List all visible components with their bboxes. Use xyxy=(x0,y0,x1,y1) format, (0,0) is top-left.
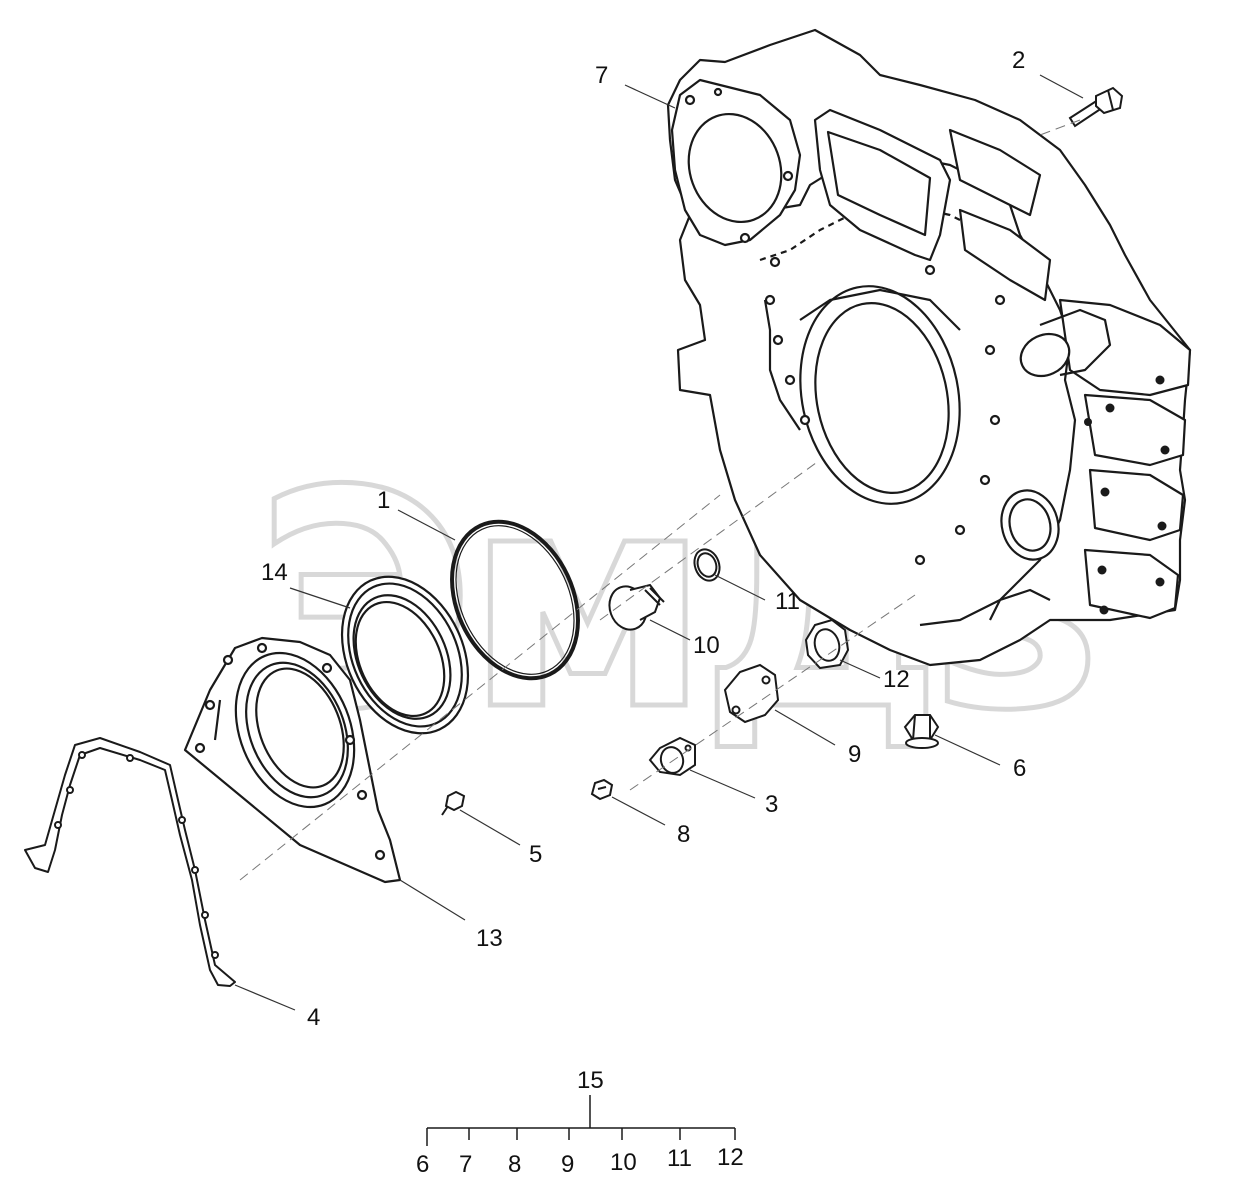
callout-5: 5 xyxy=(529,841,542,868)
callout-1: 1 xyxy=(377,487,390,514)
assembly-axes xyxy=(239,119,1081,881)
kit-child-label: 10 xyxy=(610,1149,637,1176)
callout-3: 3 xyxy=(765,791,778,818)
part-14-oil-seal xyxy=(340,575,470,735)
part-7-flywheel-housing xyxy=(666,28,1192,667)
callout-8: 8 xyxy=(677,821,690,848)
kit-tree: 15 6 7 8 9 10 11 12 xyxy=(416,1067,744,1178)
part-6-plug xyxy=(903,714,940,749)
callout-11: 11 xyxy=(775,588,800,615)
kit-child-label: 7 xyxy=(459,1151,472,1178)
part-9-cover xyxy=(723,663,780,724)
leader-lines xyxy=(234,74,1084,1011)
callout-6: 6 xyxy=(1013,755,1026,782)
callout-9: 9 xyxy=(848,741,861,768)
part-1-o-ring xyxy=(450,519,580,681)
callout-10: 10 xyxy=(693,632,720,659)
callouts: 7 2 1 14 11 10 12 9 6 3 8 5 13 4 xyxy=(261,47,1026,1031)
part-2-bolt xyxy=(1068,86,1124,128)
part-12-gasket xyxy=(804,618,850,670)
callout-13: 13 xyxy=(476,925,503,952)
kit-parent-label: 15 xyxy=(577,1067,604,1094)
part-4-gasket xyxy=(24,737,236,987)
part-8-bolt xyxy=(590,778,614,801)
part-13-seal-carrier xyxy=(183,636,402,884)
part-11-o-ring xyxy=(693,548,721,582)
callout-7: 7 xyxy=(595,62,608,89)
kit-child-label: 11 xyxy=(667,1145,692,1172)
kit-child-label: 8 xyxy=(508,1151,521,1178)
part-5-bolt xyxy=(441,790,466,816)
callout-12: 12 xyxy=(883,666,910,693)
callout-2: 2 xyxy=(1012,47,1025,74)
callout-14: 14 xyxy=(261,559,288,586)
kit-child-label: 9 xyxy=(561,1151,574,1178)
part-10-plug xyxy=(608,583,665,631)
callout-4: 4 xyxy=(307,1004,320,1031)
kit-child-label: 12 xyxy=(717,1144,744,1171)
kit-child-label: 6 xyxy=(416,1151,429,1178)
